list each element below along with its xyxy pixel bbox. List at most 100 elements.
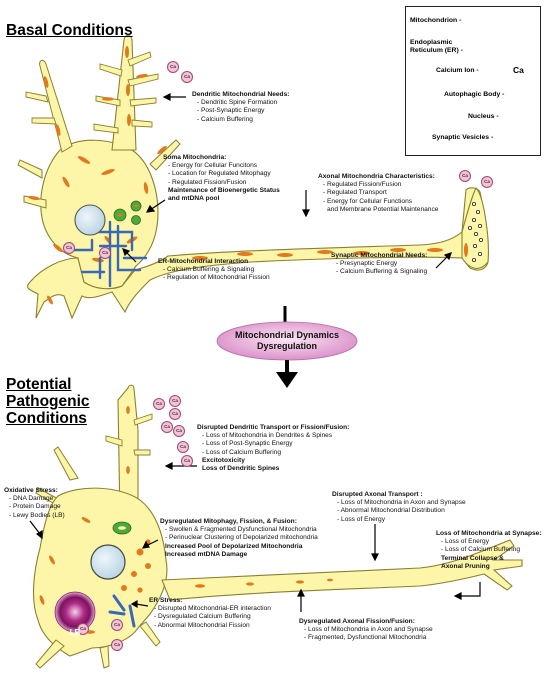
basal-dendritic-annotation: Dendritic Mitochondrial Needs: - Dendrit… (192, 91, 289, 124)
legend-er-label-line1: Endoplasmic (410, 39, 453, 46)
basal-nucleus (74, 204, 106, 236)
annotation-item: - Loss of Mitochondria in Dendrites & Sp… (202, 432, 333, 440)
annotation-item: - Loss of Energy (441, 538, 490, 546)
legend-vesicles-label: Synaptic Vesicles - (432, 134, 494, 141)
annotation-heading: Axonal Mitochondria Characteristics: (318, 173, 435, 180)
calcium-ion-icon: Ca (111, 619, 123, 631)
annotation-heading: Synaptic Mitochondrial Needs: (331, 252, 428, 259)
basal-axonal-annotation: Axonal Mitochondria Characteristics: - R… (318, 173, 438, 214)
annotation-item: - Abnormal Mitochondrial Fission (154, 621, 250, 629)
annotation-item: - Calcium Buffering & Signaling (163, 266, 255, 274)
calcium-ion-icon: Ca (167, 61, 179, 73)
annotation-heading: Disrupted Dendritic Transport or Fission… (197, 424, 350, 431)
basal-title: Basal Conditions (6, 22, 133, 39)
annotation-item: - Presynaptic Energy (336, 260, 398, 268)
annotation-item: - Dysregulated Calcium Buffering (154, 613, 251, 621)
annotation-item: - Abnormal Mitochondrial Distribution (337, 507, 445, 515)
annotation-heading: Dysregulated Mitophagy, Fission, & Fusio… (160, 518, 297, 525)
annotation-heading: ER Stress: (149, 597, 183, 604)
basal-soma-annotation: Soma Mitochondria: - Energy for Cellular… (163, 154, 280, 203)
annotation-heading: Loss of Mitochondria at Synapse: (436, 530, 542, 537)
lewy-body-label: LB (69, 628, 81, 637)
calcium-ion-icon: Ca (177, 441, 189, 453)
pathogenic-neuron (33, 384, 523, 669)
annotation-heading: Dendritic Mitochondrial Needs: (192, 91, 290, 98)
annotation-item: - Loss of Post-Synaptic Energy (202, 440, 293, 448)
basal-terminal (461, 187, 489, 269)
basal-synaptic-annotation: Synaptic Mitochondrial Needs: - Presynap… (331, 252, 427, 277)
annotation-item: - Regulated Transport (323, 189, 387, 197)
annotation-bold: and mtDNA pool (168, 195, 220, 203)
calcium-ion-icon: Ca (161, 421, 173, 433)
calcium-ion-icon: Ca (111, 639, 123, 651)
annotation-bold: Axonal Pruning (441, 562, 490, 570)
annotation-item: - Loss of Mitochondria in Axon and Synap… (304, 626, 433, 634)
dysregulation-line1: Mitochondrial Dynamics (234, 330, 340, 340)
annotation-item: - Perinuclear Clustering of Depolarized … (165, 534, 318, 542)
annotation-item: - Regulated Fission/Fusion (323, 181, 402, 189)
path-dendritic-annotation: Disrupted Dendritic Transport or Fission… (197, 424, 349, 473)
annotation-heading: Disrupted Axonal Transport : (332, 491, 423, 498)
calcium-ion-icon: Ca (169, 408, 181, 420)
annotation-item: - Loss of Mitochondria in Axon and Synap… (337, 499, 466, 507)
calcium-ion-icon: Ca (173, 425, 185, 437)
annotation-item: - Energy for Cellular Funcitons (168, 162, 258, 170)
calcium-ion-icon: Ca (181, 71, 193, 83)
legend-calcium-symbol: Ca (513, 65, 524, 75)
dysregulation-line2: Dysregulation (256, 341, 317, 351)
calcium-ion-icon: Ca (77, 623, 89, 635)
annotation-heading: Oxidative Stress: (4, 487, 58, 494)
basal-neuron-body (27, 187, 489, 320)
annotation-item: - Fragmented, Dysfunctional Mitochondria (304, 634, 427, 642)
annotation-item: - Dendritic Spine Formation (197, 99, 278, 107)
path-axonal-transport-annotation: Disrupted Axonal Transport : - Loss of M… (332, 491, 466, 524)
pathogenic-title-line3: Conditions (6, 410, 87, 427)
annotation-item: - Disrupted Mitochondrial-ER interaction (154, 605, 271, 613)
annotation-item: - Calcium Buffering & Signaling (336, 268, 428, 276)
annotation-item: - Loss of Calcium Buffering (441, 546, 521, 554)
path-er-stress-annotation: ER Stress: - Disrupted Mitochondrial-ER … (149, 597, 271, 630)
basal-er-annotation: ER-Mitochondrial Interaction - Calcium B… (158, 258, 270, 283)
path-oxidative-annotation: Oxidative Stress: - DNA Damage - Protein… (4, 487, 65, 520)
annotation-item: - Loss of Calcium Buffering (202, 448, 282, 456)
path-synapse-annotation: Loss of Mitochondria at Synapse: - Loss … (436, 530, 542, 571)
annotation-bold: Loss of Dendritic Spines (202, 465, 280, 473)
pathogenic-nucleus (90, 544, 126, 580)
path-mitophagy-annotation: Dysregulated Mitophagy, Fission, & Fusio… (160, 518, 318, 559)
annotation-item: - Regulation of Mitochondrial Fission (163, 274, 270, 282)
annotation-item: - Calcium Buffering (197, 115, 253, 123)
annotation-item: - Protein Damage (9, 503, 61, 511)
annotation-bold: Increased Pool of Depolarized Mitochondr… (165, 542, 303, 550)
calcium-ion-icon: Ca (63, 242, 75, 254)
annotation-heading: Soma Mitochondria: (163, 154, 227, 161)
dysregulation-label: Mitochondrial Dynamics Dysregulation (224, 330, 350, 352)
calcium-ion-icon: Ca (153, 398, 165, 410)
legend-calcium-label: Calcium Ion - (436, 67, 479, 74)
calcium-ion-icon: Ca (99, 247, 111, 259)
annotation-heading: ER-Mitochondrial Interaction (158, 258, 249, 265)
annotation-bold: Increased mtDNA Damage (165, 550, 248, 558)
annotation-item: - Post-Synaptic Energy (197, 107, 265, 115)
legend-nucleus-label: Nucleus - (468, 113, 499, 120)
annotation-bold: Terminal Collapse & (441, 554, 504, 562)
path-axonal-fission-annotation: Dysregulated Axonal Fission/Fusion: - Lo… (299, 618, 433, 643)
legend-mitochondrion-label: Mitochondrion - (410, 17, 462, 24)
annotation-item: - Energy for Cellular Functions (323, 197, 413, 205)
calcium-ion-icon: Ca (481, 176, 493, 188)
legend: Mitochondrion - Endoplasmic Reticulum (E… (405, 6, 541, 156)
calcium-ion-icon: Ca (169, 395, 181, 407)
annotation-item: - Lewy Bodies (LB) (9, 511, 65, 519)
calcium-ion-icon: Ca (181, 455, 193, 467)
annotation-bold: Excitotoxicity (202, 456, 245, 464)
annotation-item: - Location for Regulated Mitophagy (168, 170, 271, 178)
pathogenic-title-line2: Pathogenic (6, 393, 90, 410)
annotation-item: - Swollen & Fragmented Dysfunctional Mit… (165, 526, 317, 534)
annotation-heading: Dysregulated Axonal Fission/Fusion: (299, 618, 415, 625)
calcium-ion-icon: Ca (459, 170, 471, 182)
pathogenic-title-line1: Potential (6, 376, 72, 393)
legend-autophagic-label: Autophagic Body - (444, 91, 505, 98)
annotation-item: - DNA Damage (9, 495, 54, 503)
annotation-item: and Membrane Potential Maintenance (327, 205, 439, 213)
